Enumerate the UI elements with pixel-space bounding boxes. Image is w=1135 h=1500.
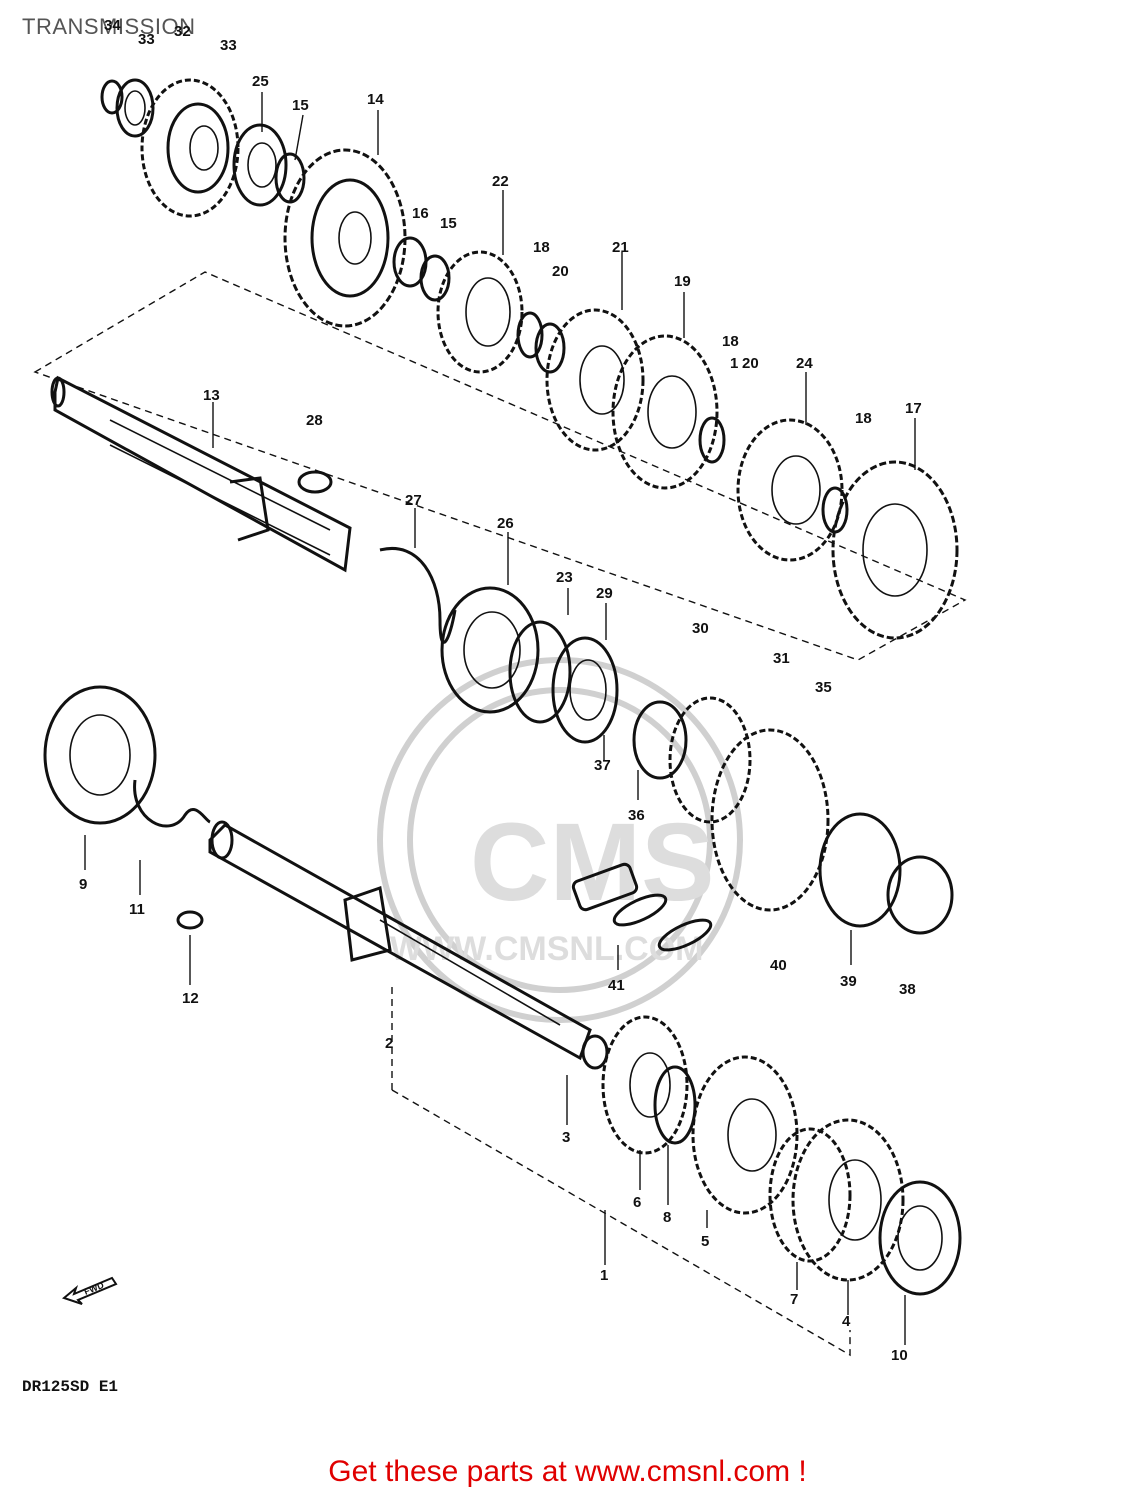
callout: 31 xyxy=(773,650,790,667)
leader-lines xyxy=(84,92,916,1345)
callout: 15 xyxy=(440,215,457,232)
bushing-25 xyxy=(232,123,288,207)
callout: 33 xyxy=(138,31,155,48)
callout: 36 xyxy=(628,807,645,824)
gear-24 xyxy=(736,418,844,562)
callout: 39 xyxy=(840,973,857,990)
callout: 24 xyxy=(796,355,813,372)
washer-20 xyxy=(534,322,566,374)
callout: 38 xyxy=(899,981,916,998)
callout: 13 xyxy=(203,387,220,404)
gear-22 xyxy=(436,250,524,374)
lock-washer-39 xyxy=(818,812,902,928)
callout: 20 xyxy=(552,263,569,280)
callout: 7 xyxy=(790,1291,798,1308)
callout: 2 xyxy=(385,1035,393,1052)
gear-7 xyxy=(768,1127,852,1263)
callout: 11 xyxy=(129,901,145,918)
pin-28 xyxy=(297,470,333,494)
callout: 30 xyxy=(692,620,709,637)
countershaft-13 xyxy=(50,375,352,573)
gear-19 xyxy=(611,334,719,490)
page-title: TRANSMISSION xyxy=(22,14,196,39)
callout: 26 xyxy=(497,515,514,532)
callout: 21 xyxy=(612,239,629,256)
spacer-36 xyxy=(632,700,688,780)
spacer-23 xyxy=(508,620,572,724)
callout: 34 xyxy=(104,17,121,34)
callout: 1 xyxy=(600,1267,608,1284)
callout: 40 xyxy=(770,957,787,974)
callout: 3 xyxy=(562,1129,570,1146)
watermark-url: WWW.CMSNL.COM xyxy=(390,930,704,968)
gear-21 xyxy=(545,308,645,452)
callout: 41 xyxy=(608,977,625,994)
gear-8 xyxy=(653,1065,697,1145)
screw-12 xyxy=(176,910,204,930)
callout: 6 xyxy=(633,1194,641,1211)
footer-cta-link[interactable]: Get these parts at www.cmsnl.com ! xyxy=(328,1455,807,1488)
gear-32 xyxy=(140,78,240,218)
callout: 14 xyxy=(367,91,384,108)
sprocket-31 xyxy=(668,696,830,912)
callout: 18 xyxy=(533,239,550,256)
washer-15b xyxy=(419,254,451,302)
callout-labels: 34 33 32 33 25 15 14 22 16 15 18 20 21 1… xyxy=(79,17,922,1364)
callout: 35 xyxy=(815,679,832,696)
callout: 28 xyxy=(306,412,323,429)
gear-17 xyxy=(831,460,959,640)
callout: 9 xyxy=(79,876,87,893)
callout: 4 xyxy=(842,1313,851,1330)
callout: 29 xyxy=(596,585,613,602)
callout: 32 xyxy=(174,23,191,40)
bearing-9 xyxy=(43,685,157,825)
countershaft-assembly-frame xyxy=(33,271,967,661)
callout: 8 xyxy=(663,1209,671,1226)
watermark-brand: CMS xyxy=(470,801,714,924)
bearing-26 xyxy=(440,586,540,714)
callout: 17 xyxy=(905,400,922,417)
callout: 10 xyxy=(891,1347,908,1364)
circlip-18 xyxy=(516,311,544,359)
nut-38 xyxy=(886,855,954,935)
callout: 22 xyxy=(492,173,509,190)
callout: 33 xyxy=(220,37,237,54)
circlip-27 xyxy=(379,547,457,644)
gear-6 xyxy=(601,1015,689,1155)
driveshaft-assembly-frame xyxy=(391,985,851,1357)
bushing-3 xyxy=(581,1034,609,1070)
model-code: DR125SD E1 xyxy=(22,1378,119,1396)
gear-4 xyxy=(791,1118,905,1282)
circlip-11 xyxy=(133,779,211,828)
callout: 1 xyxy=(730,355,738,372)
gear-5 xyxy=(691,1055,799,1215)
callout: 19 xyxy=(674,273,691,290)
circlip-34 xyxy=(100,79,124,115)
forward-direction-arrow-icon: FWD xyxy=(60,1268,120,1313)
callout: 23 xyxy=(556,569,573,586)
callout: 16 xyxy=(412,205,429,222)
callout: 27 xyxy=(405,492,422,509)
chain-joint-41 xyxy=(571,862,713,952)
callout: 5 xyxy=(701,1233,709,1250)
callout: 37 xyxy=(594,757,611,774)
callout: 15 xyxy=(292,97,309,114)
callout: 18 xyxy=(855,410,872,427)
bearing-10 xyxy=(878,1180,962,1296)
callout: 12 xyxy=(182,990,199,1007)
callout: 25 xyxy=(252,73,269,90)
watermark-logo: CMS WWW.CMSNL.COM xyxy=(377,657,743,1023)
callout: 20 xyxy=(742,355,759,372)
fwd-label: FWD xyxy=(83,1280,106,1297)
circlip-18b xyxy=(698,416,726,464)
oil-seal-29 xyxy=(551,636,619,744)
callout: 18 xyxy=(722,333,739,350)
washer-33 xyxy=(115,78,155,138)
